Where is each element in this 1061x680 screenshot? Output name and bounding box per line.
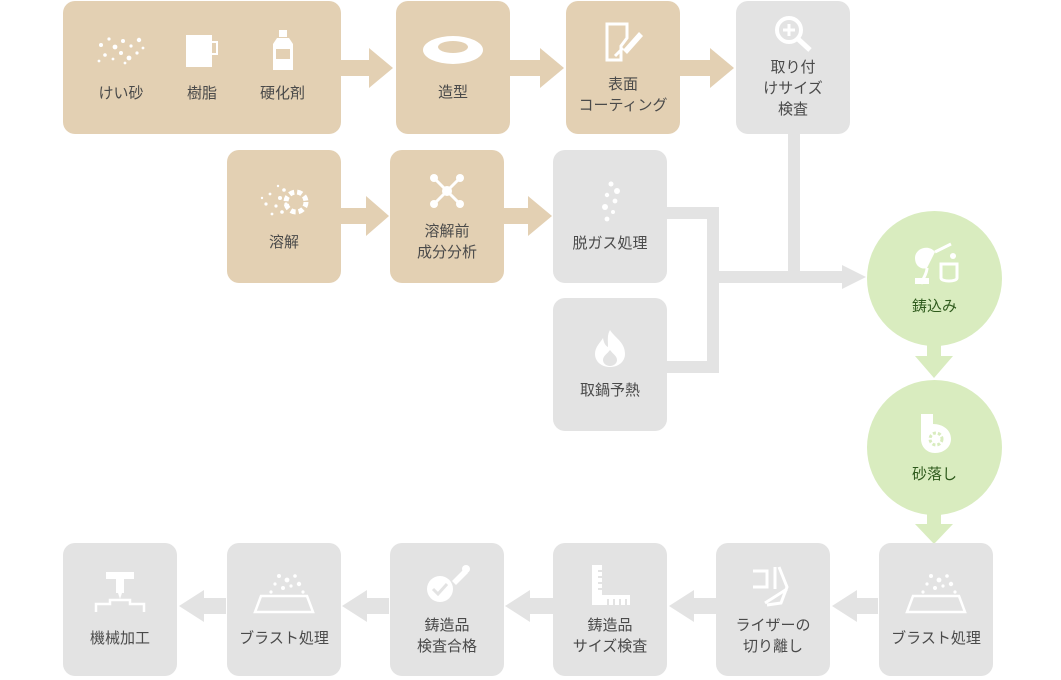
material-kokazai: 硬化剤 bbox=[260, 29, 305, 104]
bottle-icon bbox=[272, 30, 293, 70]
material-jushi-label: 樹脂 bbox=[186, 84, 217, 102]
resin-container-icon bbox=[186, 35, 218, 67]
node-tori-nabe: 取鍋予熱 bbox=[553, 298, 667, 431]
molecule-icon bbox=[430, 173, 464, 208]
node-gokaku: 鋳造品 検査合格 bbox=[390, 543, 504, 676]
ladle-pour-icon bbox=[914, 242, 958, 285]
node-dagasu: 脱ガス処理 bbox=[553, 150, 667, 283]
node-size-kensa: 鋳造品 サイズ検査 bbox=[553, 543, 667, 676]
node-yokai: 溶解 bbox=[227, 150, 341, 283]
arrow-to-ikomi bbox=[842, 265, 866, 289]
material-kokazai-label: 硬化剤 bbox=[260, 84, 306, 102]
flame-icon bbox=[595, 330, 625, 367]
arrow-sunaotoshi-to-blast bbox=[915, 513, 953, 544]
arrow-blast1-to-riser bbox=[832, 590, 878, 622]
blast-particles-icon bbox=[905, 574, 967, 614]
magnifier-plus-icon bbox=[775, 16, 812, 52]
node-zokei: 造型 bbox=[396, 1, 510, 134]
node-dagasu-label: 脱ガス処理 bbox=[572, 234, 648, 252]
arrow-yokai-to-bunseki bbox=[341, 196, 389, 236]
node-toritsuke: 取り付 けサイズ 検査 bbox=[736, 1, 850, 134]
node-sunaotoshi: 砂落し bbox=[867, 380, 1002, 515]
ruler-square-icon bbox=[592, 564, 630, 605]
sand-grains-icon bbox=[97, 37, 145, 65]
arrow-riser-to-size bbox=[669, 590, 716, 622]
node-yokai-label: 溶解 bbox=[268, 233, 299, 251]
node-ikomi: 鋳込み bbox=[867, 211, 1002, 346]
node-blast1: ブラスト処理 bbox=[879, 543, 993, 676]
node-hyomen-label: 表面 コーティング bbox=[578, 74, 668, 114]
node-bunseki-label: 溶解前 成分分析 bbox=[416, 221, 477, 261]
machining-icon bbox=[94, 572, 146, 612]
ring-mold-icon bbox=[423, 36, 483, 64]
node-bunseki: 溶解前 成分分析 bbox=[390, 150, 504, 283]
riser-cut-icon bbox=[753, 565, 789, 606]
node-zokei-label: 造型 bbox=[437, 83, 468, 101]
node-blast2: ブラスト処理 bbox=[227, 543, 341, 676]
gray-connectors bbox=[179, 134, 878, 622]
node-kikai: 機械加工 bbox=[63, 543, 177, 676]
node-riser-label: ライザーの 切り離し bbox=[735, 615, 811, 655]
arrow-blast2-to-kikai bbox=[179, 590, 226, 622]
material-keisha-label: けい砂 bbox=[98, 84, 144, 102]
node-blast2-label: ブラスト処理 bbox=[239, 629, 329, 647]
arrow-bunseki-to-dagasu bbox=[504, 196, 552, 236]
materials-box: けい砂 樹脂 硬化剤 bbox=[63, 1, 341, 134]
arrow-zokei-to-hyomen bbox=[510, 48, 564, 88]
check-stamp-icon bbox=[427, 564, 470, 602]
shakeout-icon bbox=[920, 414, 951, 453]
node-sunaotoshi-label: 砂落し bbox=[911, 465, 957, 483]
material-keisha: けい砂 bbox=[93, 31, 149, 104]
node-gokaku-label: 鋳造品 検査合格 bbox=[416, 615, 477, 655]
arrow-gokaku-to-blast2 bbox=[342, 590, 389, 622]
node-blast1-label: ブラスト処理 bbox=[891, 629, 981, 647]
bubbles-icon bbox=[602, 181, 620, 222]
node-ikomi-label: 鋳込み bbox=[911, 297, 957, 315]
blast-particles-icon bbox=[253, 574, 315, 614]
arrow-materials-to-zokei bbox=[341, 48, 393, 88]
node-toritsuke-label: 取り付 けサイズ 検査 bbox=[763, 58, 823, 118]
node-size-kensa-label: 鋳造品 サイズ検査 bbox=[572, 615, 648, 655]
dissolving-gear-icon bbox=[260, 184, 309, 216]
node-hyomen: 表面 コーティング bbox=[566, 1, 680, 134]
arrow-size-to-gokaku bbox=[505, 590, 553, 622]
node-tori-nabe-label: 取鍋予熱 bbox=[579, 381, 640, 399]
arrow-ikomi-to-sunaotoshi bbox=[915, 345, 953, 378]
material-jushi: 樹脂 bbox=[180, 31, 224, 104]
arrow-hyomen-to-toritsuke bbox=[680, 48, 734, 88]
node-riser: ライザーの 切り離し bbox=[716, 543, 830, 676]
node-kikai-label: 機械加工 bbox=[89, 629, 150, 647]
brush-coating-icon bbox=[605, 22, 643, 61]
